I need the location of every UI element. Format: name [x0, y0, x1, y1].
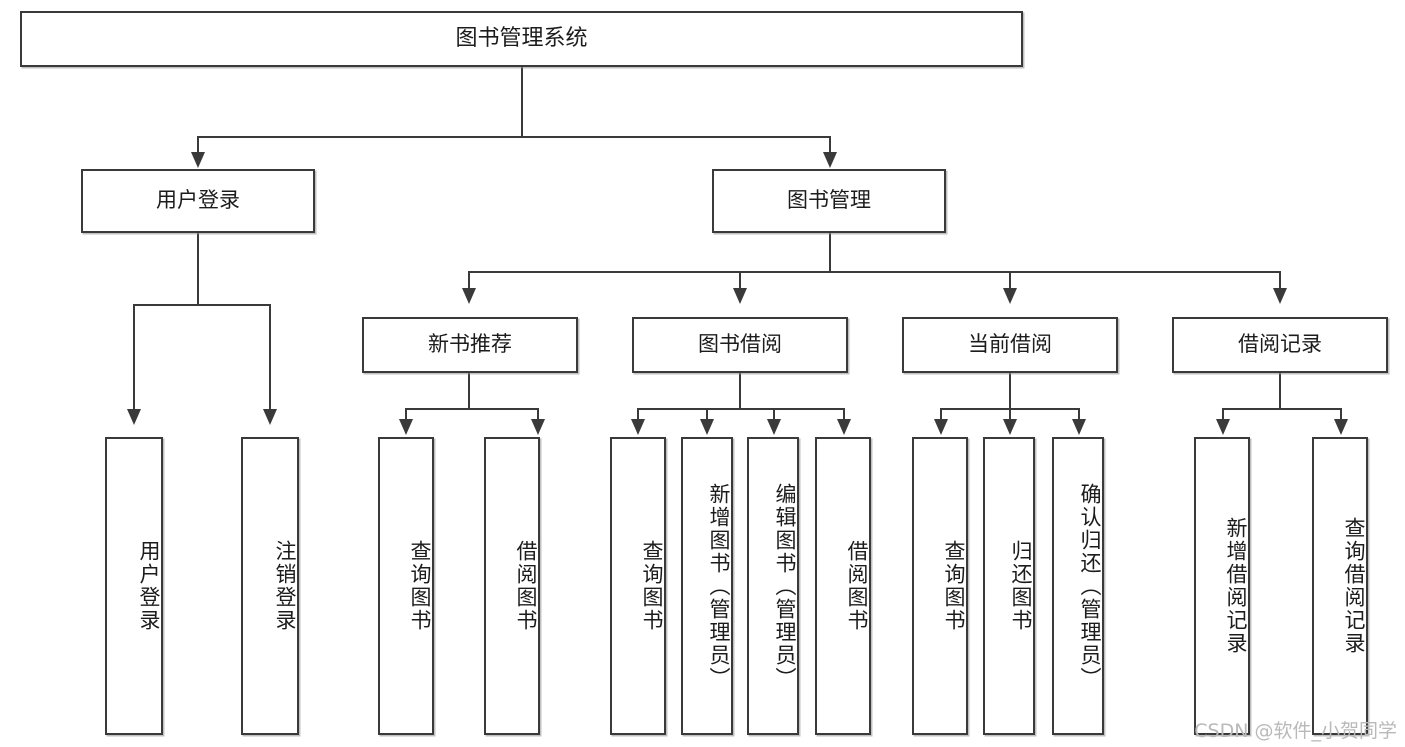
node-label: 新增借阅记录 — [1224, 517, 1248, 655]
node-label: 查询借阅记录 — [1342, 517, 1366, 655]
node-book-management[interactable]: 图书管理 — [712, 169, 946, 233]
arrow-records-to-leaf-11 — [1216, 419, 1230, 435]
arrow-root-to-user-login — [191, 152, 205, 168]
node-borrowing-records[interactable]: 借阅记录 — [1172, 317, 1388, 373]
node-leaf-return-books[interactable]: 归还图书 — [983, 437, 1035, 735]
connector-book-manage-to-current — [1009, 271, 1011, 289]
node-label: 编辑图书（管理员） — [773, 482, 797, 690]
arrow-records-to-leaf-12 — [1334, 419, 1348, 435]
connector-records-to-leaf-12 — [1340, 408, 1342, 420]
arrow-root-to-book-manage — [823, 152, 837, 168]
node-label: 新书推荐 — [428, 332, 512, 357]
node-label: 借阅记录 — [1238, 332, 1322, 357]
connector-current-to-leaf-10 — [1078, 408, 1080, 420]
arrow-book-manage-to-records — [1273, 288, 1287, 304]
connector-book-manage-bus — [468, 271, 1280, 273]
connector-root-to-book-manage — [829, 136, 831, 154]
node-book-borrowing[interactable]: 图书借阅 — [632, 317, 848, 373]
node-new-book-recommendation[interactable]: 新书推荐 — [362, 317, 578, 373]
node-label: 查询图书 — [942, 540, 966, 632]
node-leaf-borrow-books[interactable]: 借阅图书 — [815, 437, 871, 735]
connector-book-manage-to-borrow — [739, 271, 741, 289]
connector-borrow-to-leaf-5 — [706, 408, 708, 420]
connector-root-bus — [197, 136, 831, 138]
node-label: 注销登录 — [273, 540, 297, 632]
node-label: 借阅图书 — [514, 540, 538, 632]
node-label: 图书借阅 — [698, 332, 782, 357]
node-leaf-query-books-borrow[interactable]: 查询图书 — [610, 437, 666, 735]
connector-current-to-leaf-9 — [1009, 408, 1011, 420]
connector-user-login-bus — [133, 304, 269, 306]
arrow-book-manage-to-current — [1003, 288, 1017, 304]
node-current-borrowing[interactable]: 当前借阅 — [902, 317, 1118, 373]
node-label: 当前借阅 — [968, 332, 1052, 357]
node-label: 图书管理 — [787, 188, 871, 213]
connector-new-books-bus — [405, 408, 539, 410]
arrow-user-login-to-leaf-0 — [127, 409, 141, 425]
connector-records-to-leaf-11 — [1222, 408, 1224, 420]
connector-current-trunk — [1009, 373, 1011, 409]
connector-user-login-trunk — [197, 233, 199, 305]
node-user-login[interactable]: 用户登录 — [81, 169, 315, 233]
arrow-current-to-leaf-8 — [934, 419, 948, 435]
node-leaf-borrow-books-new[interactable]: 借阅图书 — [484, 437, 540, 735]
connector-new-books-trunk — [468, 373, 470, 409]
node-label: 查询图书 — [640, 540, 664, 632]
arrow-current-to-leaf-9 — [1003, 419, 1017, 435]
connector-root-to-user-login — [197, 136, 199, 154]
connector-records-bus — [1222, 408, 1342, 410]
node-label: 用户登录 — [156, 188, 240, 213]
connector-book-manage-trunk — [829, 233, 831, 272]
node-label: 图书管理系统 — [455, 25, 588, 51]
connector-user-login-to-leaf-1 — [269, 304, 271, 410]
arrow-new-books-to-leaf-2 — [399, 419, 413, 435]
node-leaf-query-books-current[interactable]: 查询图书 — [912, 437, 968, 735]
node-label: 查询图书 — [408, 540, 432, 632]
arrow-new-books-to-leaf-3 — [531, 419, 545, 435]
node-leaf-query-books-new[interactable]: 查询图书 — [378, 437, 434, 735]
arrow-book-manage-to-borrow — [733, 288, 747, 304]
connector-borrow-trunk — [739, 373, 741, 409]
arrow-borrow-to-leaf-5 — [700, 419, 714, 435]
connector-user-login-to-leaf-0 — [133, 304, 135, 410]
watermark: CSDN @软件_小贺同学 — [1194, 720, 1397, 742]
node-leaf-add-borrow-record[interactable]: 新增借阅记录 — [1194, 437, 1250, 735]
node-label: 新增图书（管理员） — [707, 482, 731, 690]
node-label: 归还图书 — [1009, 540, 1033, 632]
connector-borrow-to-leaf-6 — [773, 408, 775, 420]
node-leaf-add-book-admin[interactable]: 新增图书（管理员） — [681, 437, 733, 735]
connector-records-trunk — [1279, 373, 1281, 409]
arrow-book-manage-to-new-books — [462, 288, 476, 304]
arrow-user-login-to-leaf-1 — [263, 409, 277, 425]
node-label: 用户登录 — [137, 540, 161, 632]
node-leaf-edit-book-admin[interactable]: 编辑图书（管理员） — [747, 437, 799, 735]
node-root-book-management-system[interactable]: 图书管理系统 — [20, 11, 1023, 67]
connector-borrow-bus — [637, 408, 843, 410]
connector-current-to-leaf-8 — [940, 408, 942, 420]
node-leaf-confirm-return-admin[interactable]: 确认归还（管理员） — [1052, 437, 1104, 735]
arrow-borrow-to-leaf-4 — [631, 419, 645, 435]
connector-new-books-to-leaf-3 — [537, 408, 539, 420]
node-label: 借阅图书 — [845, 540, 869, 632]
arrow-borrow-to-leaf-6 — [767, 419, 781, 435]
connector-new-books-to-leaf-2 — [405, 408, 407, 420]
node-leaf-query-borrow-record[interactable]: 查询借阅记录 — [1312, 437, 1368, 735]
arrow-borrow-to-leaf-7 — [837, 419, 851, 435]
node-leaf-logout[interactable]: 注销登录 — [241, 437, 299, 735]
connector-root-trunk — [521, 67, 523, 137]
node-label: 确认归还（管理员） — [1078, 482, 1102, 690]
node-leaf-user-login[interactable]: 用户登录 — [105, 437, 163, 735]
connector-borrow-to-leaf-7 — [843, 408, 845, 420]
connector-book-manage-to-records — [1279, 271, 1281, 289]
connector-book-manage-to-new-books — [468, 271, 470, 289]
connector-borrow-to-leaf-4 — [637, 408, 639, 420]
arrow-current-to-leaf-10 — [1072, 419, 1086, 435]
